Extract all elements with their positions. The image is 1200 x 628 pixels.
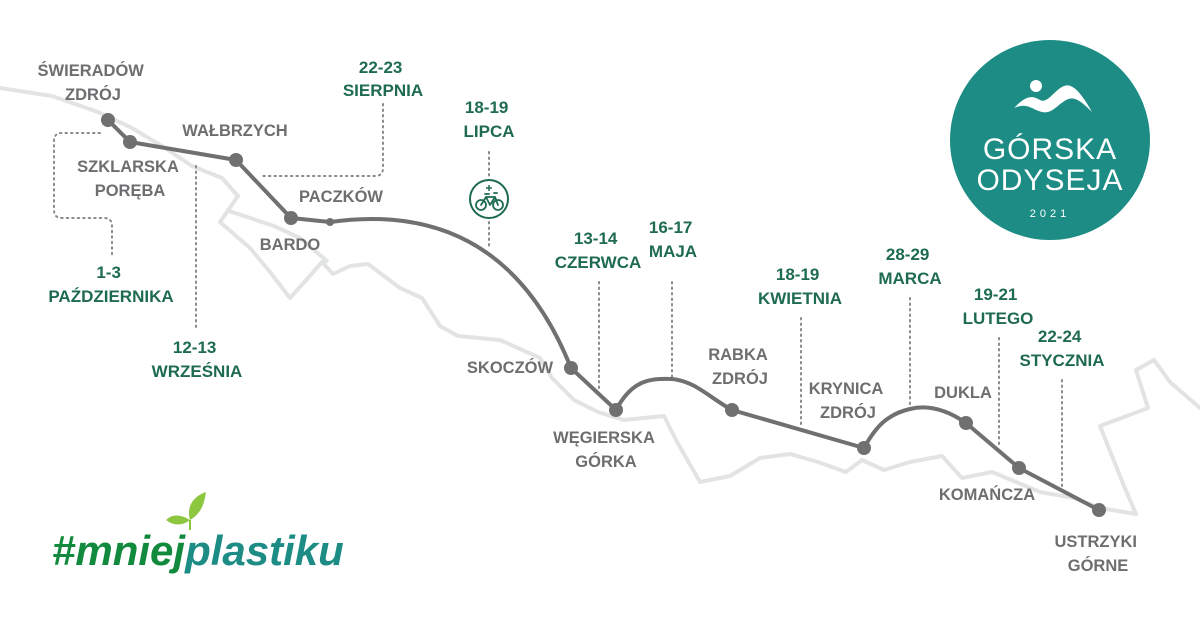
stop-paczkow xyxy=(326,218,334,226)
stop-wegierska xyxy=(609,403,623,417)
logo-circle xyxy=(950,40,1150,240)
date-label-lutego: 19-21 LUTEGO xyxy=(963,285,1034,328)
stop-rabka xyxy=(725,403,739,417)
date-label-marca: 28-29 MARCA xyxy=(878,245,941,288)
place-label-szklarska: SZKLARSKA PORĘBA xyxy=(77,158,183,200)
stop-krynica xyxy=(857,441,871,455)
stop-szklarska xyxy=(123,135,137,149)
date-label-czerwca: 13-14 CZERWCA xyxy=(555,229,642,272)
place-label-krynica: KRYNICA ZDRÓJ xyxy=(809,380,888,422)
date-label-stycznia: 22-24 STYCZNIA xyxy=(1020,327,1105,370)
place-label-rabka: RABKA ZDRÓJ xyxy=(708,346,772,388)
place-label-komancza: KOMAŃCZA xyxy=(939,485,1035,504)
stop-ustrzyki xyxy=(1092,503,1106,517)
stop-komancza xyxy=(1012,461,1026,475)
date-label-lipca: 18-19 LIPCA xyxy=(464,98,515,141)
date-label-wrzesnia: 12-13 WRZEŚNIA xyxy=(152,338,243,381)
logo-year: 2021 xyxy=(1030,208,1070,220)
logo-line-2: ODYSEJA xyxy=(976,164,1123,197)
date-label-maja: 16-17 MAJA xyxy=(649,218,697,261)
place-label-wegierska: WĘGIERSKA GÓRKA xyxy=(553,429,659,471)
date-label-pazdziernika: 1-3 PAŹDZIERNIKA xyxy=(48,263,173,306)
country-border-inner xyxy=(225,208,330,264)
route-line xyxy=(106,118,1101,512)
stop-dukla xyxy=(959,416,973,430)
date-label-kwietnia: 18-19 KWIETNIA xyxy=(758,265,842,308)
bicycle-icon xyxy=(469,179,509,219)
hashtag-mniejplastiku: #mniejplastiku xyxy=(52,492,344,574)
place-label-walbrzych: WAŁBRZYCH xyxy=(182,122,287,140)
leaf-icon xyxy=(166,492,206,530)
place-label-ustrzyki: USTRZYKI GÓRNE xyxy=(1054,533,1141,575)
stop-bardo xyxy=(284,211,298,225)
date-label-sierpnia: 22-23 SIERPNIA xyxy=(343,58,423,100)
stop-walbrzych xyxy=(229,153,243,167)
stop-skoczow xyxy=(564,361,578,375)
place-label-skoczow: SKOCZÓW xyxy=(467,358,554,377)
place-label-paczkow: PACZKÓW xyxy=(299,187,383,206)
logo-line-1: GÓRSKA xyxy=(983,133,1117,166)
leader-lines xyxy=(53,103,1063,491)
place-label-bardo: BARDO xyxy=(260,236,321,254)
route-stops xyxy=(101,113,1106,517)
stop-swieradow xyxy=(101,113,115,127)
gorska-odyseja-logo: GÓRSKA ODYSEJA 2021 xyxy=(950,40,1150,240)
place-label-swieradow: ŚWIERADÓW ZDRÓJ xyxy=(38,61,149,104)
hashtag-text: #mniejplastiku xyxy=(52,527,344,574)
place-label-dukla: DUKLA xyxy=(934,384,992,402)
mountain-person-icon xyxy=(1014,80,1092,113)
